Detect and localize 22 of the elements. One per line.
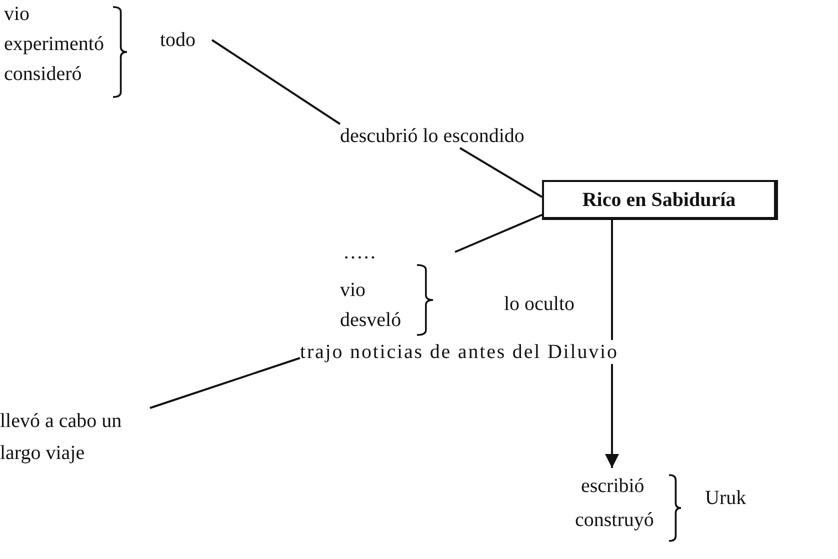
text-label: ····· [343,246,376,270]
connector-line [454,213,544,253]
text-label: todo [160,28,196,52]
text-label: experimentó [4,32,104,56]
box-label: Rico en Sabiduría [582,188,736,212]
text-label: trajo noticias de antes del Diluvio [300,340,618,364]
text-label: construyó [575,508,654,532]
text-label: Uruk [705,486,746,510]
text-label: lo oculto [504,292,575,316]
text-label: desveló [340,308,402,332]
text-label: llevó a cabo un largo viaje [0,409,123,466]
arrow [605,364,619,468]
connector-line [459,147,543,198]
connector-line [611,220,613,340]
text-label: vio [4,2,30,26]
text-label: consideró [4,62,82,86]
process-box [542,180,778,220]
text-label: descubrió lo escondido [340,124,524,148]
text-label: escribió [581,474,644,498]
connector-line [150,357,300,409]
text-label: vio [340,278,366,302]
connector-line [211,39,341,125]
